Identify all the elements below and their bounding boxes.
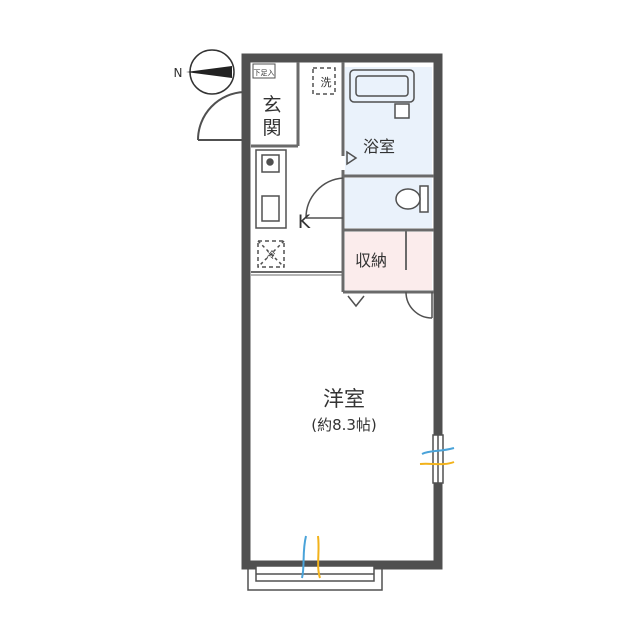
kitchen-label: K	[298, 211, 311, 233]
kitchen-counter	[255, 149, 287, 229]
compass-north-label: N	[174, 66, 183, 80]
right-window	[432, 434, 444, 484]
toilet	[395, 185, 429, 213]
shoe-storage-box	[252, 63, 276, 79]
outer-walls	[241, 53, 443, 570]
genkan-label-2: 関	[262, 117, 281, 139]
washer-space	[312, 67, 336, 95]
bath-door[interactable]	[305, 177, 344, 219]
storage-label: 収納	[355, 251, 387, 270]
ac-vent-right	[419, 447, 455, 466]
western-room-size: (約8.3帖)	[311, 416, 377, 434]
bathtub	[349, 69, 415, 119]
closet-door[interactable]	[405, 291, 433, 319]
compass-icon	[186, 49, 235, 95]
fridge-space	[257, 240, 285, 268]
genkan-label-1: 玄	[262, 94, 281, 116]
bath-label: 浴室	[363, 137, 395, 156]
washer-label: 洗	[321, 76, 332, 89]
storage-floor	[345, 232, 432, 290]
fridge-label: 冷	[266, 249, 275, 261]
inner-walls	[251, 62, 434, 294]
shoe-storage-label: 下足入	[254, 69, 275, 77]
western-room-label: 洋室	[323, 387, 365, 411]
balcony	[247, 565, 383, 591]
bath-entry-mark	[346, 150, 358, 166]
storage-entry-mark	[347, 295, 365, 308]
ac-vent-bottom	[301, 535, 321, 579]
entrance-door[interactable]	[196, 91, 245, 141]
